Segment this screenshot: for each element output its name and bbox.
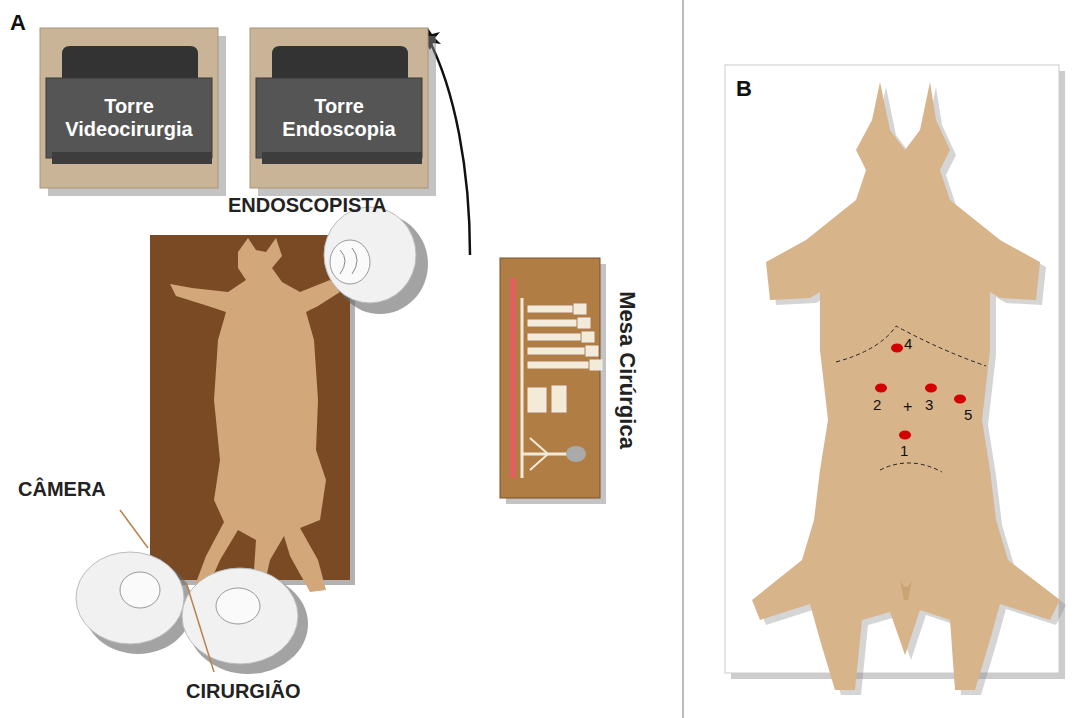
node-shape xyxy=(500,258,612,510)
center-mark: + xyxy=(903,398,912,416)
table-label: Mesa Cirúrgica xyxy=(614,291,640,449)
tower-label: Torre Endoscopia xyxy=(258,95,420,141)
callout-number: 1 xyxy=(900,442,908,459)
callout-number: 4 xyxy=(904,335,912,352)
equipment-tower: Torre Endoscopia xyxy=(250,28,428,188)
callout-number: 3 xyxy=(925,396,933,413)
tower-label: Torre Videocirurgia xyxy=(48,95,210,141)
role-label: ENDOSCOPISTA xyxy=(228,194,387,217)
role-label: CÂMERA xyxy=(18,478,106,501)
panel-letter: A xyxy=(10,10,26,36)
role-label: CIRURGIÃO xyxy=(186,680,300,703)
panel-letter: B xyxy=(736,76,752,102)
callout-number: 2 xyxy=(873,396,881,413)
equipment-tower: Torre Videocirurgia xyxy=(40,28,218,188)
callout-number: 5 xyxy=(964,406,972,423)
surgical-table: Mesa Cirúrgica xyxy=(500,258,600,498)
